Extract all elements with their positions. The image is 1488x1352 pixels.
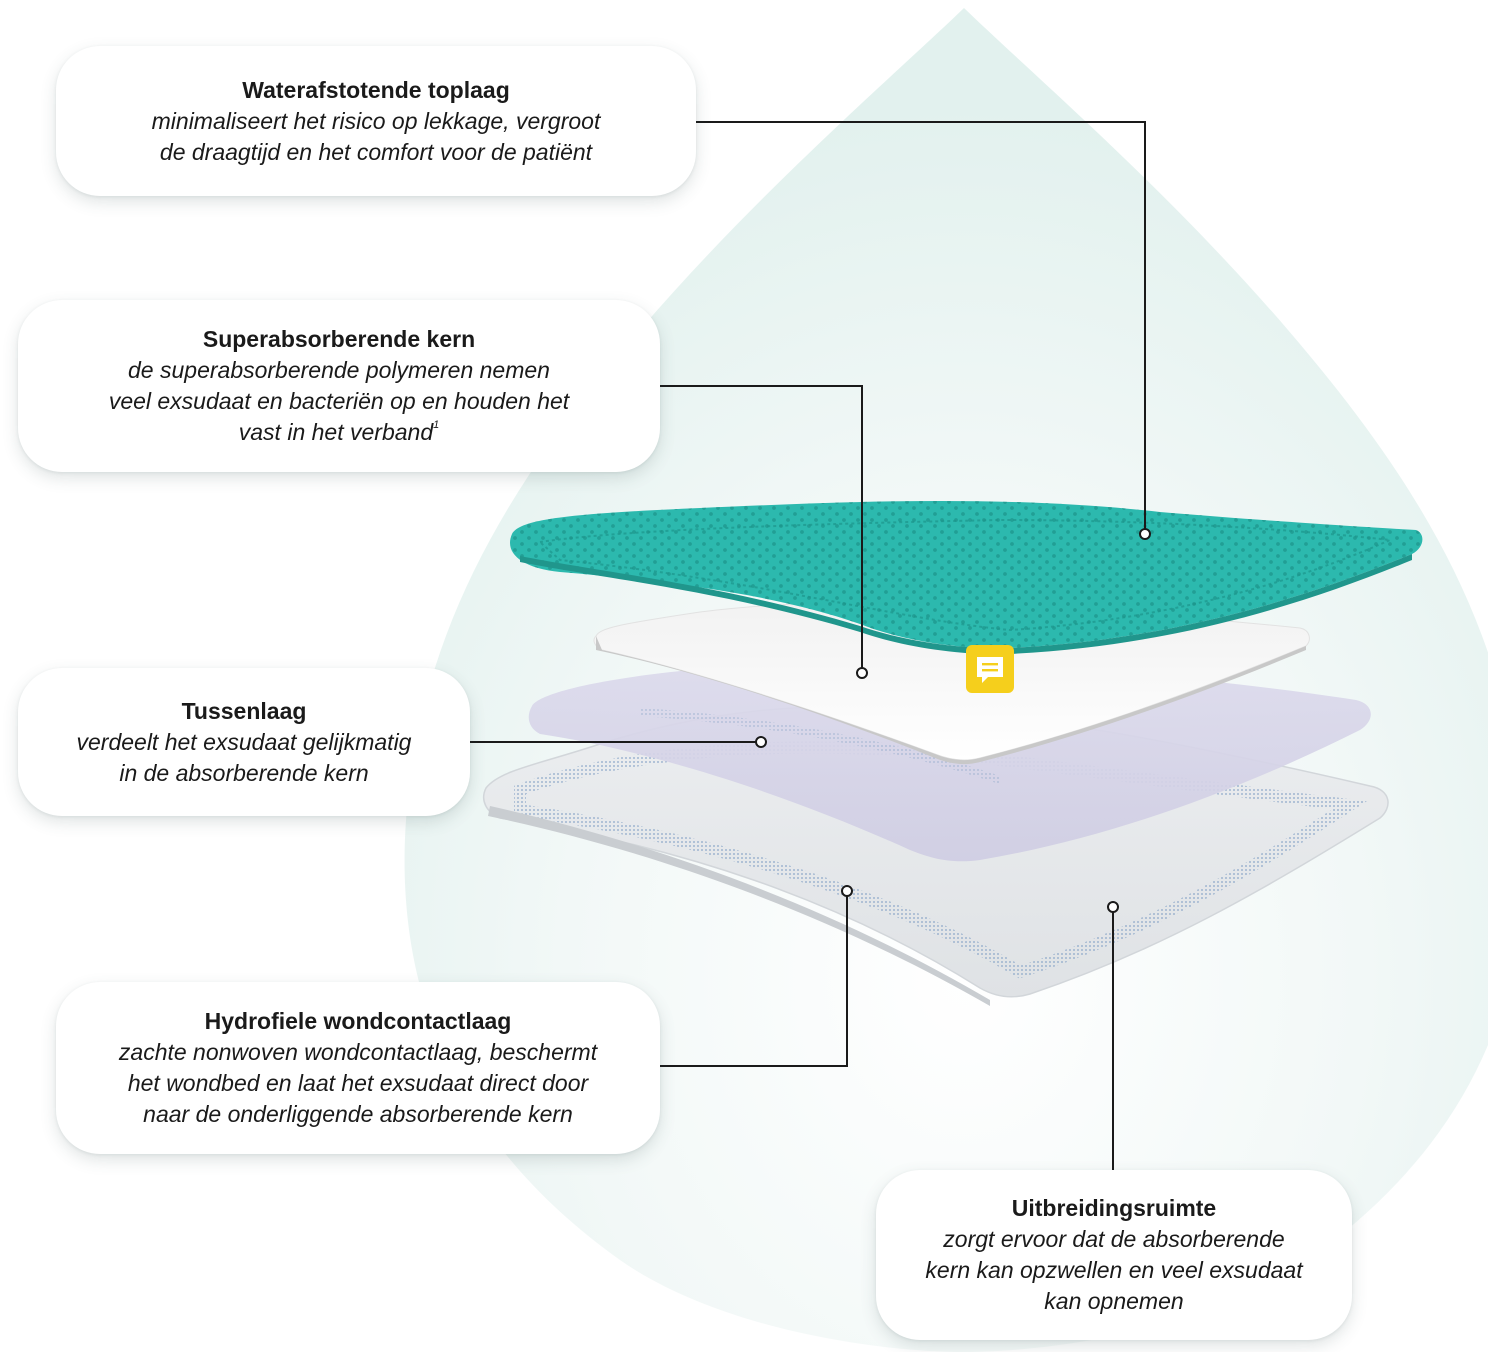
callout-title: Waterafstotende toplaag: [242, 76, 510, 103]
endpoint-top-layer: [1139, 528, 1151, 540]
callout-description-line: zachte nonwoven wondcontactlaag, bescher…: [118, 1039, 598, 1065]
callout-wound-contact: Hydrofiele wondcontactlaag zachte nonwov…: [56, 982, 660, 1154]
top-layer: [510, 500, 1423, 655]
leader-lines: [470, 121, 1146, 1170]
callout-description-line: kern kan opzwellen en veel exsudaat: [925, 1257, 1303, 1283]
callout-description-line: kan opnemen: [1044, 1288, 1184, 1314]
callout-title: Tussenlaag: [181, 697, 307, 724]
callout-description-line: in de absorberende kern: [119, 759, 369, 786]
callout-description-line: naar de onderliggende absorberende kern: [143, 1101, 573, 1127]
callout-description-line: veel exsudaat en bacteriën op en houden …: [108, 388, 570, 414]
callout-expansion: Uitbreidingsruimte zorgt ervoor dat de a…: [876, 1170, 1352, 1340]
callout-top-layer: Waterafstotende toplaag minimaliseert he…: [56, 46, 696, 196]
callout-description-line: vast in het verband1: [239, 417, 439, 448]
callout-title: Uitbreidingsruimte: [1011, 1195, 1217, 1221]
callout-description-line: de superabsorberende polymeren nemen: [128, 357, 550, 383]
callout-description-line: het wondbed en laat het exsudaat direct …: [127, 1070, 589, 1096]
callout-description-line: verdeelt het exsudaat gelijkmatig: [76, 728, 412, 755]
callout-title: Superabsorberende kern: [202, 326, 476, 352]
callout-description-line: de draagtijd en het comfort voor de pati…: [159, 138, 593, 165]
endpoint-middle: [755, 736, 767, 748]
footnote-marker: 1: [433, 419, 440, 431]
leader-core: [660, 385, 863, 672]
callout-title: Hydrofiele wondcontactlaag: [204, 1008, 512, 1034]
leader-wound-contact: [660, 892, 848, 1067]
leader-endpoints: [755, 528, 1151, 913]
endpoint-core: [856, 667, 868, 679]
callout-description-line: zorgt ervoor dat de absorberende: [943, 1226, 1285, 1252]
leader-top-layer: [696, 121, 1146, 533]
comment-icon[interactable]: [966, 645, 1014, 693]
endpoint-expansion: [1107, 901, 1119, 913]
callout-middle-layer: Tussenlaag verdeelt het exsudaat gelijkm…: [18, 668, 470, 816]
callout-description-text: vast in het verband: [238, 419, 434, 445]
callout-core: Superabsorberende kern de superabsorbere…: [18, 300, 660, 472]
endpoint-wound-contact: [841, 885, 853, 897]
callout-description-line: minimaliseert het risico op lekkage, ver…: [151, 107, 601, 134]
